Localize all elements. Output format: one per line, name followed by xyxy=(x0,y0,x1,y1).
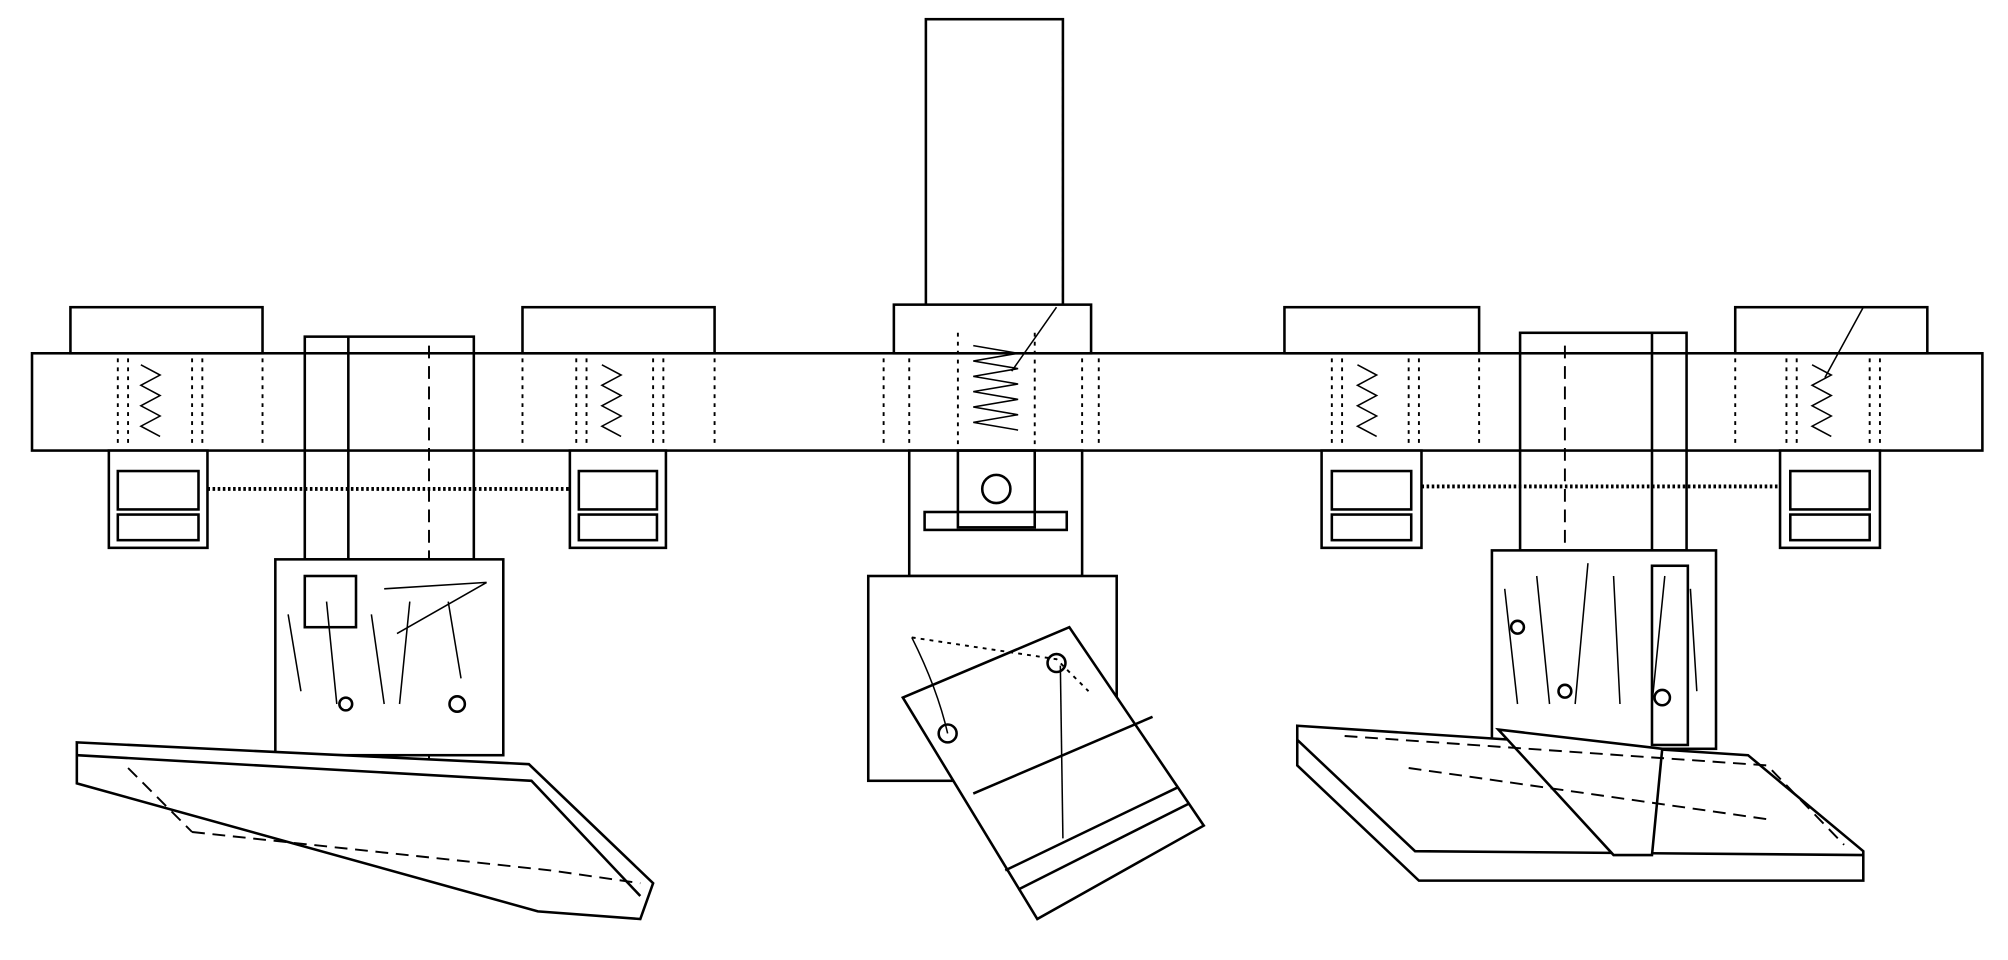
inner-springs xyxy=(139,306,1864,438)
right-head xyxy=(1490,549,1718,751)
center-pivot xyxy=(937,723,958,744)
top-blocks xyxy=(69,303,1929,355)
left-head-details xyxy=(287,581,488,705)
lower-block xyxy=(1320,449,1423,550)
left-frame xyxy=(303,335,476,561)
top-block xyxy=(69,305,264,355)
top-block-center xyxy=(892,303,1093,355)
lower-block xyxy=(107,449,209,550)
lower-block xyxy=(568,449,668,550)
top-block xyxy=(1283,305,1481,355)
beam-hidden-lines xyxy=(116,332,1881,448)
left-head xyxy=(274,558,505,757)
top-block xyxy=(1733,305,1929,355)
lower-block xyxy=(1778,449,1882,550)
lower-blocks xyxy=(107,449,1882,578)
vertical-column xyxy=(924,17,1065,309)
center-rotated-plate xyxy=(900,625,1206,921)
left-tilted-plate xyxy=(75,741,655,921)
center-pin xyxy=(980,473,1012,505)
right-frame xyxy=(1518,331,1688,552)
center-lower-block xyxy=(907,449,1084,578)
center-pivot xyxy=(1046,652,1067,674)
right-head-details xyxy=(1503,563,1698,705)
top-block xyxy=(521,305,716,355)
